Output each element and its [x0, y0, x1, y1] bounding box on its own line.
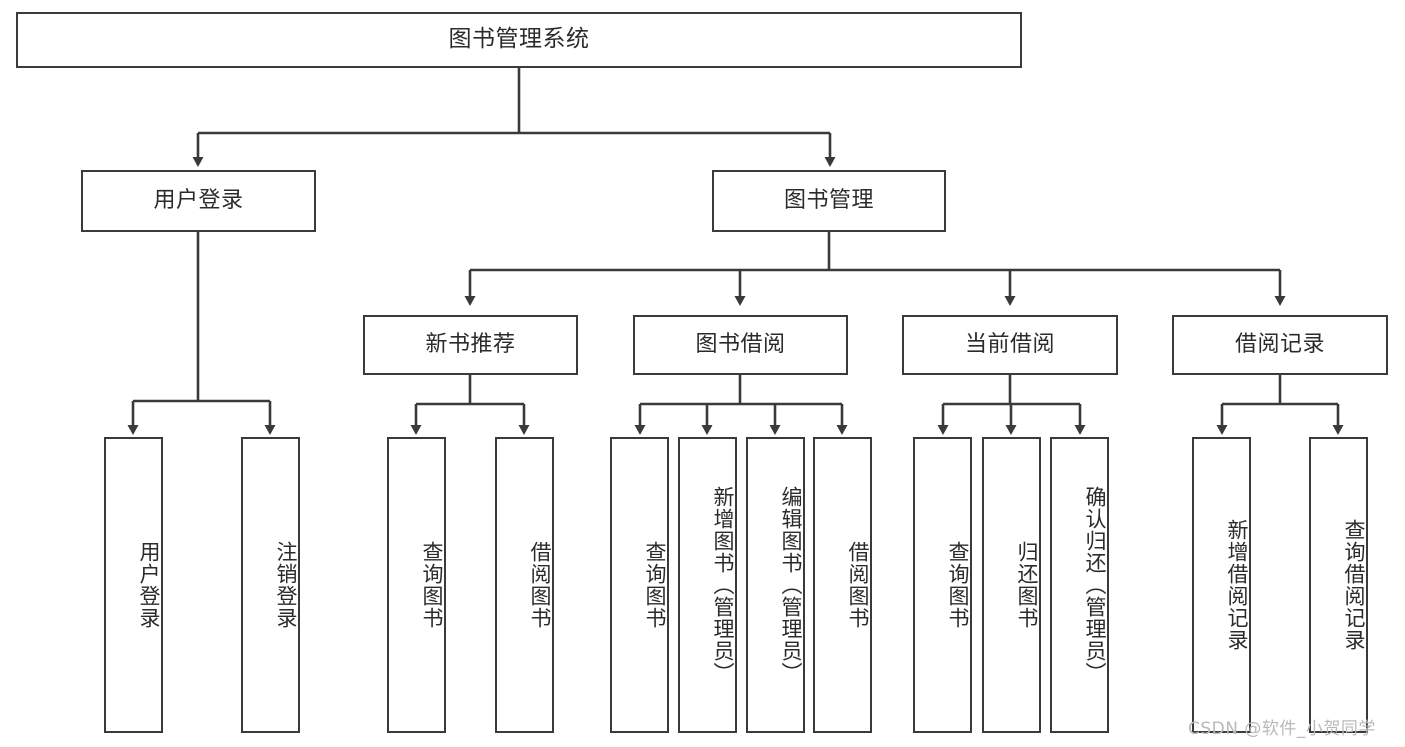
leaf-current-borrow-confirm-return-admin[interactable]: 确认归还（管理员） — [1050, 437, 1109, 733]
node-label: 图书管理 — [783, 187, 874, 213]
node-label: 用户登录 — [137, 541, 161, 629]
node-new-book-recommend[interactable]: 新书推荐 — [363, 315, 578, 375]
node-label: 归还图书 — [1015, 541, 1039, 629]
node-label: 图书管理系统 — [448, 26, 590, 53]
leaf-user-login-login[interactable]: 用户登录 — [104, 437, 163, 733]
node-label: 新书推荐 — [425, 331, 516, 357]
leaf-book-borrow-borrow-book[interactable]: 借阅图书 — [813, 437, 872, 733]
node-label: 当前借阅 — [964, 331, 1055, 357]
node-label: 图书借阅 — [695, 331, 786, 357]
leaf-book-borrow-add-book-admin[interactable]: 新增图书（管理员） — [678, 437, 737, 733]
node-label: 用户登录 — [153, 187, 244, 213]
node-label: 查询图书 — [420, 541, 444, 629]
leaf-borrow-record-add-record[interactable]: 新增借阅记录 — [1192, 437, 1251, 733]
node-label: 借阅图书 — [528, 541, 552, 629]
leaf-current-borrow-return-book[interactable]: 归还图书 — [982, 437, 1041, 733]
node-book-borrow[interactable]: 图书借阅 — [633, 315, 848, 375]
node-label: 查询借阅记录 — [1342, 519, 1366, 651]
node-label: 查询图书 — [643, 541, 667, 629]
leaf-new-book-borrow-book[interactable]: 借阅图书 — [495, 437, 554, 733]
node-current-borrow[interactable]: 当前借阅 — [902, 315, 1118, 375]
leaf-book-borrow-edit-book-admin[interactable]: 编辑图书（管理员） — [746, 437, 805, 733]
node-label: 查询图书 — [946, 541, 970, 629]
node-label: 新增借阅记录 — [1225, 519, 1249, 651]
leaf-new-book-query-book[interactable]: 查询图书 — [387, 437, 446, 733]
node-book-management[interactable]: 图书管理 — [712, 170, 946, 232]
node-label: 借阅图书 — [846, 541, 870, 629]
node-user-login[interactable]: 用户登录 — [81, 170, 316, 232]
leaf-current-borrow-query-book[interactable]: 查询图书 — [913, 437, 972, 733]
node-label: 确认归还（管理员） — [1083, 486, 1107, 684]
node-borrow-record[interactable]: 借阅记录 — [1172, 315, 1388, 375]
node-label: 编辑图书（管理员） — [779, 486, 803, 684]
watermark-csdn: CSDN @软件_小贺同学 — [1188, 719, 1376, 739]
leaf-user-login-logout[interactable]: 注销登录 — [241, 437, 300, 733]
node-label: 借阅记录 — [1234, 331, 1325, 357]
node-root-book-management-system[interactable]: 图书管理系统 — [16, 12, 1022, 68]
node-label: 注销登录 — [274, 541, 298, 629]
node-label: 新增图书（管理员） — [711, 486, 735, 684]
leaf-book-borrow-query-book[interactable]: 查询图书 — [610, 437, 669, 733]
leaf-borrow-record-query-record[interactable]: 查询借阅记录 — [1309, 437, 1368, 733]
